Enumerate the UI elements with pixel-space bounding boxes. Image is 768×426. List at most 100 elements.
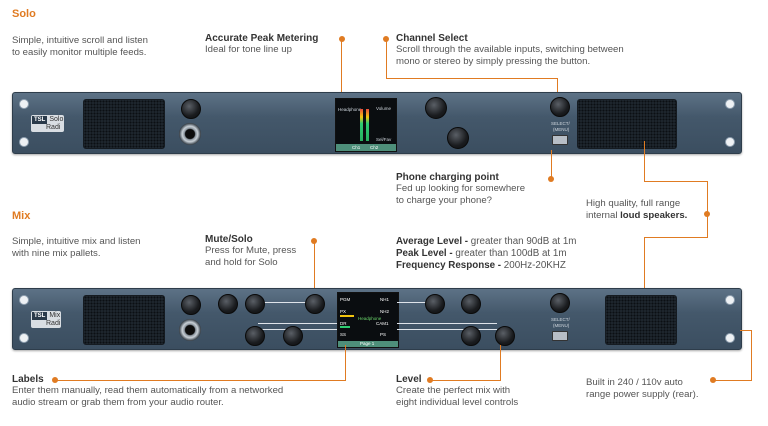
peak-level-value: greater than 100dB at 1m [455, 248, 567, 259]
channel-select-description-line-1: Scroll through the available inputs, swi… [396, 44, 624, 55]
speakers-description-line-2: internal [586, 210, 621, 221]
channel-select-knob[interactable] [550, 293, 570, 313]
peak-level-label: Peak Level - [396, 248, 456, 259]
logo-brand: TSL [32, 312, 48, 320]
logo-product-line-2: Radi [46, 320, 61, 327]
volume-knob[interactable] [425, 97, 447, 119]
select-label: SELECT/ [551, 317, 570, 322]
mute-solo-description-line-1: Press for Mute, press [205, 245, 297, 256]
mix-level-knob-2[interactable] [245, 294, 265, 314]
peak-metering-description: Ideal for tone line up [205, 44, 292, 55]
channel-callout-dot [383, 36, 389, 42]
mix-description: Simple, intuitive mix and listen with ni… [12, 236, 141, 260]
speakers-description-bold: loud speakers. [620, 210, 688, 221]
rack-mount-hole [19, 99, 29, 109]
screen-label-headphone: Headphone [338, 107, 362, 112]
screen-center-label: Headphone [358, 316, 382, 321]
routing-line [397, 302, 437, 303]
screen-label-px: PX [340, 309, 347, 314]
mix-description-line-2: with nine mix pallets. [12, 248, 101, 259]
mix-level-knob-3[interactable] [245, 326, 265, 346]
labels-callout-line-vertical [345, 345, 346, 380]
logo-product-line-1: Mix [49, 312, 61, 319]
peak-meter-left [360, 109, 363, 141]
screen-label-ps: PS [380, 332, 387, 337]
speakers-line-horizontal [644, 181, 707, 182]
speakers-line-bottom [644, 237, 708, 238]
screen-footer-ch1: Ch1 [352, 145, 361, 150]
average-level-value: greater than 90dB at 1m [470, 236, 577, 247]
power-line-horizontal [740, 330, 752, 331]
channel-callout-line-horizontal [386, 78, 558, 79]
mute-callout-dot [311, 238, 317, 244]
select-label: SELECT/ [551, 121, 570, 126]
mix-level-knob-1[interactable] [218, 294, 238, 314]
screen-label-selfav: Sel/Fav [376, 137, 392, 142]
usb-charging-port[interactable] [552, 135, 568, 145]
labels-callout-dot [52, 377, 58, 383]
rack-mount-hole [725, 137, 735, 147]
mix-description-line-1: Simple, intuitive mix and listen [12, 236, 141, 247]
mix-level-knob-5[interactable] [425, 294, 445, 314]
phone-charging-callout: Phone charging point Fed up looking for … [396, 172, 525, 207]
mix-level-knob-6[interactable] [461, 294, 481, 314]
screen-label-ss: SS [340, 332, 347, 337]
rack-mount-hole [19, 295, 29, 305]
channel-select-description-line-2: mono or stereo by simply pressing the bu… [396, 56, 591, 67]
left-speaker-grille [83, 99, 165, 149]
headphone-jack[interactable] [179, 319, 201, 341]
right-speaker-grille [605, 295, 677, 345]
left-speaker-grille [83, 295, 165, 345]
frequency-response-label: Frequency Response - [396, 260, 504, 271]
power-line-vertical [751, 330, 752, 380]
level-bar [340, 315, 354, 317]
peak-callout-line [341, 40, 342, 96]
menu-label: (MENU) [553, 323, 570, 328]
screen-footer-ch2: Ch2 [370, 145, 379, 150]
peak-metering-callout: Accurate Peak Metering Ideal for tone li… [205, 33, 318, 56]
routing-line [397, 323, 497, 324]
usb-charging-port[interactable] [552, 331, 568, 341]
labels-callout-line-horizontal [57, 380, 346, 381]
solo-description-line-1: Simple, intuitive scroll and listen [12, 35, 148, 46]
power-description-line-1: Built in 240 / 110v auto [586, 377, 683, 388]
speakers-line-up [644, 141, 645, 181]
phone-charging-description-line-1: Fed up looking for somewhere [396, 183, 526, 194]
rack-mount-hole [19, 333, 29, 343]
menu-label: (MENU) [553, 127, 570, 132]
mute-solo-knob[interactable] [305, 294, 325, 314]
level-bar [340, 326, 350, 328]
rack-mount-hole [725, 99, 735, 109]
solo-description-line-2: to easily monitor multiple feeds. [12, 47, 147, 58]
solo-section-title: Solo [12, 8, 36, 20]
average-level-label: Average Level - [396, 236, 471, 247]
speakers-callout: High quality, full range internal loud s… [586, 198, 687, 222]
screen-label-volume: Volume [376, 106, 392, 111]
mix-level-knob-8[interactable] [495, 326, 515, 346]
screen-footer-page: Page 1 [360, 341, 375, 346]
channel-select-knob[interactable] [550, 97, 570, 117]
headphone-volume-knob[interactable] [181, 295, 201, 315]
screen-footer-bar: Ch1 Ch2 [336, 144, 396, 151]
headphone-jack[interactable] [179, 123, 201, 145]
solo-description: Simple, intuitive scroll and listen to e… [12, 35, 148, 59]
screen-footer-bar: Page 1 [338, 341, 398, 347]
level-callout-line-horizontal [430, 380, 501, 381]
routing-line [258, 302, 308, 303]
solo-display-screen: Headphone Volume Sel/Fav Ch1 Ch2 [335, 98, 397, 152]
phone-callout-dot [548, 176, 554, 182]
mix-level-knob-7[interactable] [461, 326, 481, 346]
peak-metering-title: Accurate Peak Metering [205, 33, 319, 44]
sel-fav-knob[interactable] [447, 127, 469, 149]
logo-brand: TSL [32, 116, 48, 124]
speakers-line-down [644, 237, 645, 301]
power-line-bottom [714, 380, 752, 381]
mute-callout-line [314, 242, 315, 300]
headphone-volume-knob[interactable] [181, 99, 201, 119]
level-description-line-2: eight individual level controls [396, 397, 519, 408]
level-callout-dot [427, 377, 433, 383]
mix-level-knob-4[interactable] [283, 326, 303, 346]
